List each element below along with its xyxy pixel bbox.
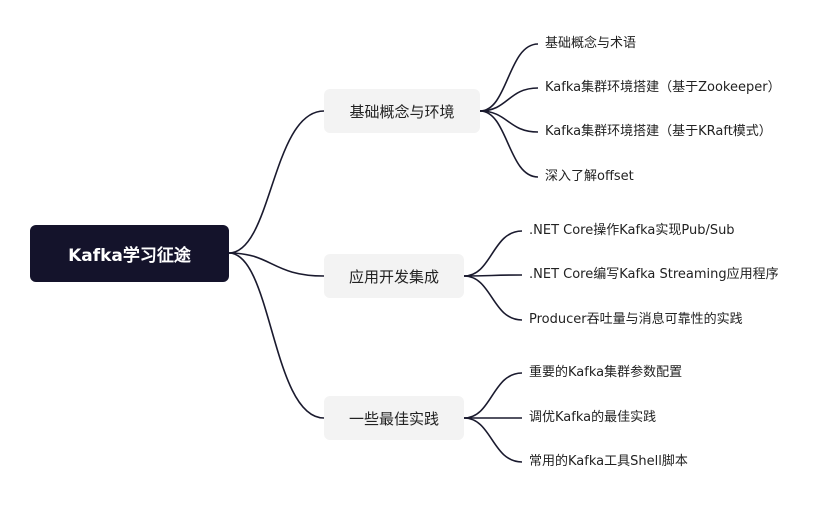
connector-branch-2-leaf-2 — [463, 274, 523, 277]
branch-node-basics[interactable]: 基础概念与环境 — [324, 89, 480, 133]
root-node-label: Kafka学习征途 — [68, 246, 191, 266]
branch-node-app-dev[interactable]: 应用开发集成 — [324, 254, 464, 298]
leaf-node-pubsub[interactable]: .NET Core操作Kafka实现Pub/Sub — [529, 223, 735, 238]
connector-branch-3-leaf-3 — [463, 417, 523, 463]
connector-root-branch-3 — [228, 252, 325, 419]
connector-branch-1-leaf-2 — [479, 87, 539, 112]
leaf-node-concepts-terms[interactable]: 基础概念与术语 — [545, 36, 637, 51]
connector-branch-3-leaf-1 — [463, 372, 523, 419]
leaf-node-shell-scripts[interactable]: 常用的Kafka工具Shell脚本 — [529, 454, 688, 469]
root-node[interactable]: Kafka学习征途 — [30, 225, 229, 282]
connector-branch-2-leaf-3 — [463, 275, 523, 321]
leaf-node-cluster-params[interactable]: 重要的Kafka集群参数配置 — [529, 365, 683, 380]
connector-branch-2-leaf-1 — [463, 230, 523, 277]
leaf-node-cluster-zookeeper[interactable]: Kafka集群环境搭建（基于Zookeeper） — [545, 80, 781, 95]
connector-root-branch-2 — [228, 252, 325, 277]
branch-node-label: 一些最佳实践 — [348, 409, 439, 428]
connector-branch-1-leaf-3 — [479, 110, 539, 133]
leaf-node-cluster-kraft[interactable]: Kafka集群环境搭建（基于KRaft模式） — [545, 124, 772, 139]
connector-root-branch-1 — [228, 110, 325, 254]
leaf-node-offset[interactable]: 深入了解offset — [545, 169, 634, 184]
connector-branch-1-leaf-1 — [479, 43, 539, 112]
connector-branch-1-leaf-4 — [479, 110, 539, 178]
leaf-node-producer-reliability[interactable]: Producer吞吐量与消息可靠性的实践 — [529, 312, 743, 327]
branch-node-label: 应用开发集成 — [348, 267, 439, 286]
leaf-node-tuning[interactable]: 调优Kafka的最佳实践 — [529, 410, 657, 425]
branch-node-best-practices[interactable]: 一些最佳实践 — [324, 396, 464, 440]
leaf-node-streaming[interactable]: .NET Core编写Kafka Streaming应用程序 — [529, 267, 779, 282]
branch-node-label: 基础概念与环境 — [349, 102, 455, 121]
